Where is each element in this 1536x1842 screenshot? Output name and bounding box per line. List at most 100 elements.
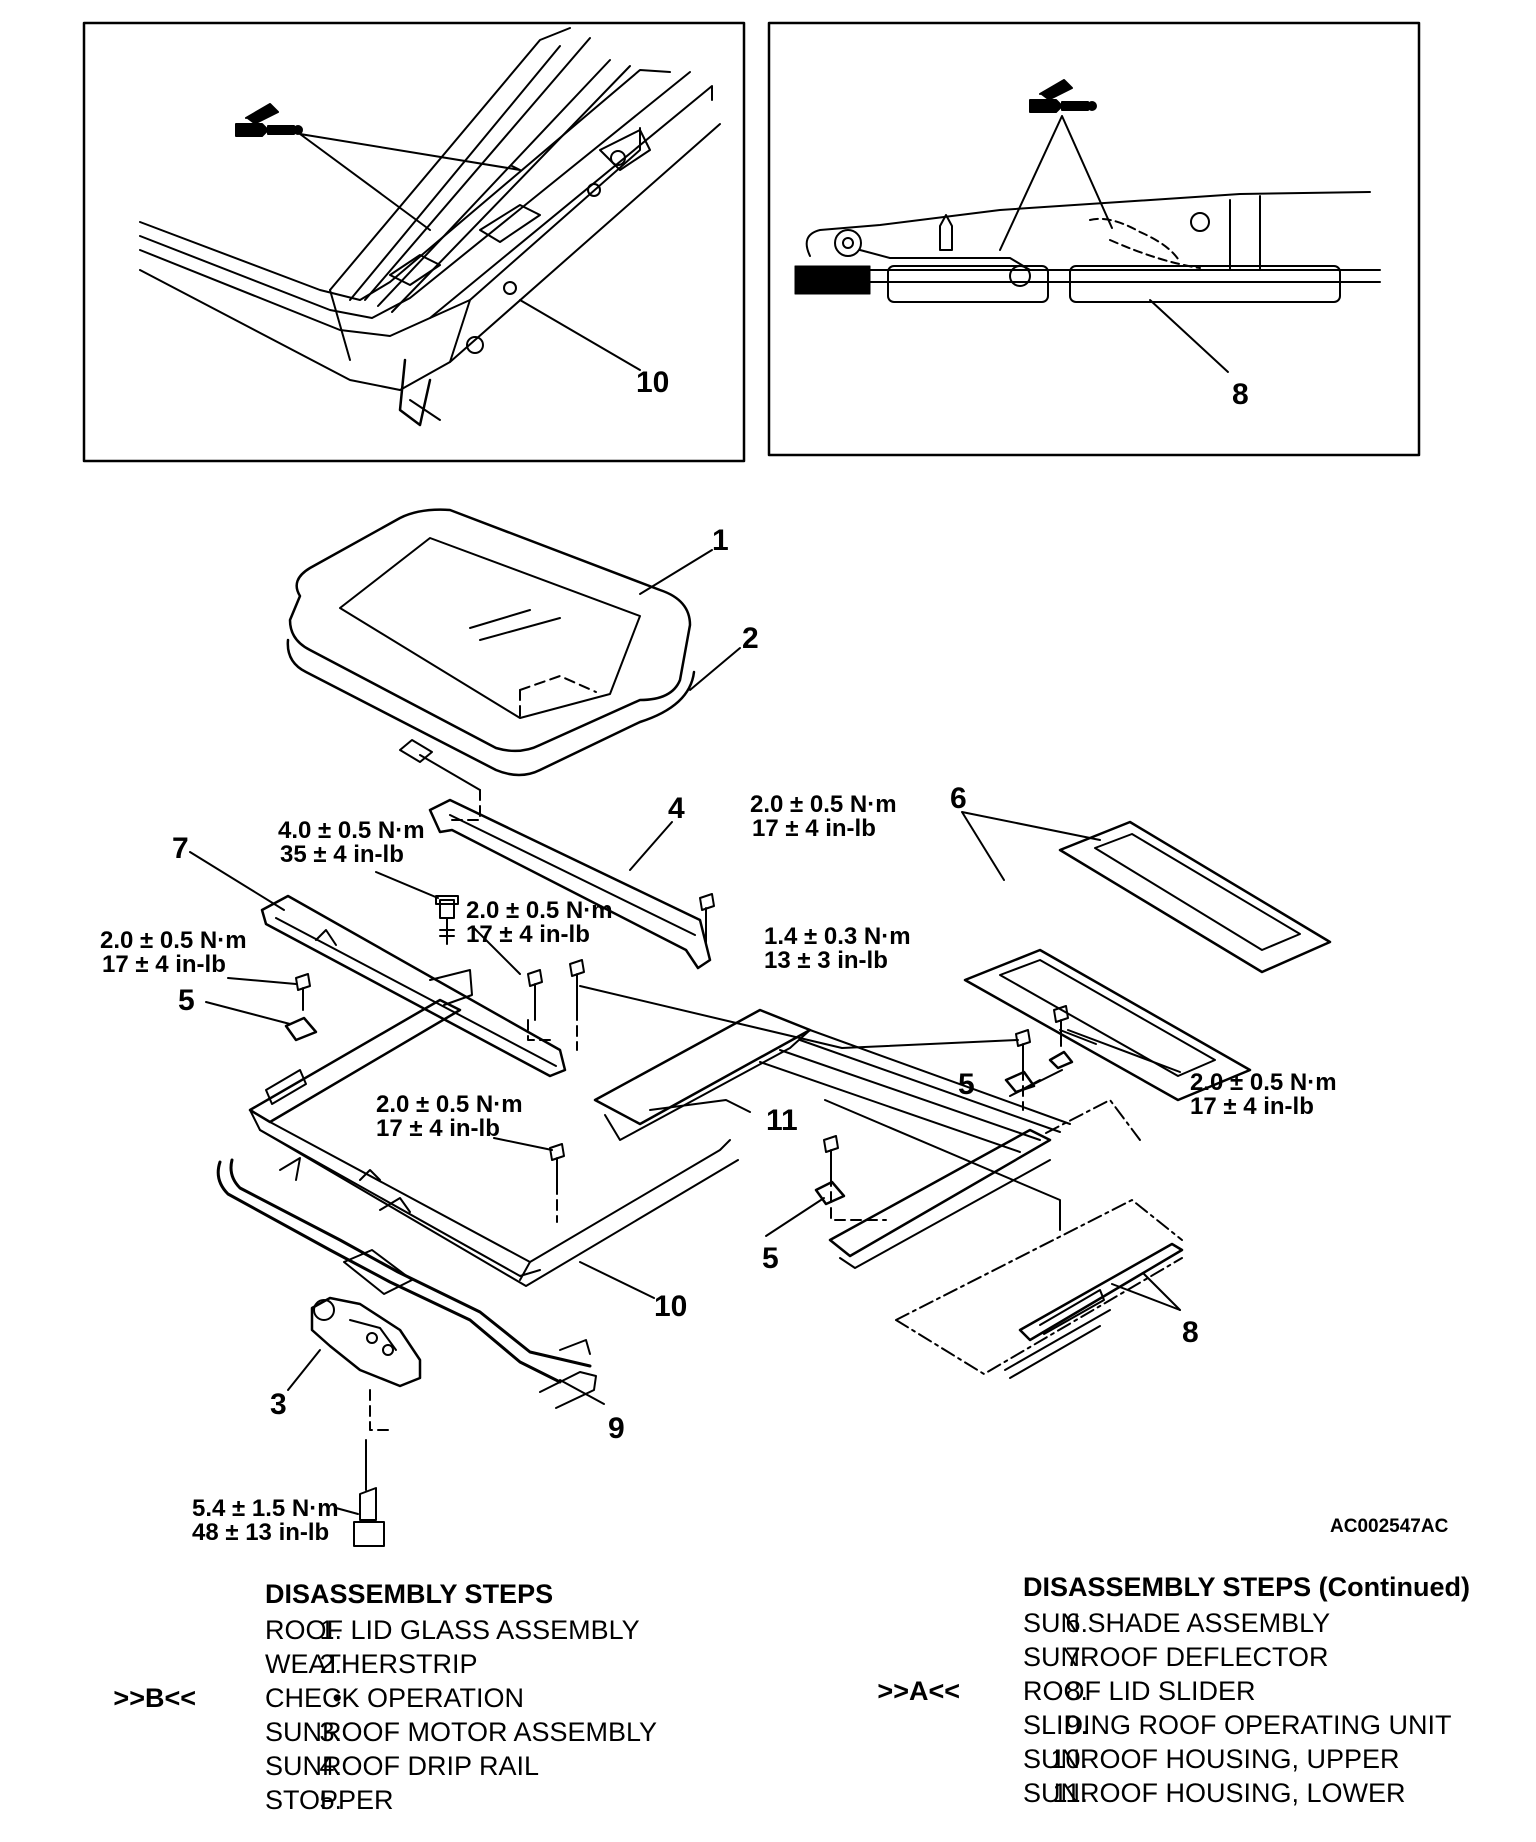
inset-right-leader-8 <box>1149 299 1229 373</box>
step-bullet: • <box>332 1683 342 1713</box>
step-index: 10. <box>1050 1744 1088 1774</box>
part-housing-upper <box>248 998 739 1287</box>
callout-10-inset: 10 <box>636 366 669 399</box>
torque-drip-nm: 2.0 ± 0.5 N·m <box>750 791 897 818</box>
step-text: ROOF LID GLASS ASSEMBLY <box>265 1615 640 1645</box>
step-text: SUN SHADE ASSEMBLY <box>1023 1608 1331 1638</box>
step-row: 11.SUNROOF HOUSING, LOWER <box>860 1776 1500 1810</box>
part-motor <box>310 1296 422 1431</box>
part-drip-rail <box>428 798 712 970</box>
inset-left-housing-drawing <box>139 27 721 427</box>
fasteners <box>295 893 1069 1547</box>
part-slider <box>1004 1242 1184 1379</box>
step-row: >>A<< 8.ROOF LID SLIDER <box>860 1674 1500 1708</box>
step-row: 6.SUN SHADE ASSEMBLY <box>860 1606 1500 1640</box>
callout-8-inset: 8 <box>1232 378 1249 411</box>
step-row: 2.WEATHERSTRIP <box>100 1647 700 1681</box>
inset-left-leader <box>299 133 521 231</box>
torque-right-nm: 2.0 ± 0.5 N·m <box>1190 1069 1337 1096</box>
torque-center-nm: 2.0 ± 0.5 N·m <box>466 897 613 924</box>
part-operating-unit <box>216 1157 597 1409</box>
torque-motor-inlb: 48 ± 13 in-lb <box>192 1519 329 1546</box>
torque-housing-inlb: 17 ± 4 in-lb <box>376 1115 500 1142</box>
step-index: 7. <box>1065 1642 1088 1672</box>
step-index: 8. <box>1065 1676 1088 1706</box>
steps-title: DISASSEMBLY STEPS (Continued) <box>1023 1572 1471 1602</box>
callout-5b: 5 <box>958 1068 975 1101</box>
leader-lines <box>189 549 1181 1515</box>
callout-7: 7 <box>172 832 189 865</box>
step-text: SUNROOF MOTOR ASSEMBLY <box>265 1717 658 1747</box>
inset-right-slider-drawing <box>794 191 1381 303</box>
callout-3: 3 <box>270 1388 287 1421</box>
inset-right-leader <box>999 115 1113 251</box>
figure-code: AC002547AC <box>1330 1516 1449 1537</box>
torque-4.0-inlb: 35 ± 4 in-lb <box>280 841 404 868</box>
torque-right-inlb: 17 ± 4 in-lb <box>1190 1093 1314 1120</box>
step-row: 4.SUNROOF DRIP RAIL <box>100 1749 700 1783</box>
step-row: >>B<< •CHECK OPERATION <box>100 1681 700 1715</box>
torque-1.4-inlb: 13 ± 3 in-lb <box>764 947 888 974</box>
step-row: 5.STOPPER <box>100 1783 700 1817</box>
step-index: 3. <box>319 1717 342 1747</box>
slider-guide-outline <box>895 1199 1183 1375</box>
part-weatherstrip <box>286 638 696 777</box>
part-roof-lid-glass <box>288 508 692 753</box>
step-text: SUNROOF HOUSING, LOWER <box>1023 1778 1406 1808</box>
step-index: 11. <box>1052 1778 1088 1808</box>
torque-center-inlb: 17 ± 4 in-lb <box>466 921 590 948</box>
step-text: SUNROOF HOUSING, UPPER <box>1023 1744 1400 1774</box>
step-index: 5. <box>319 1785 342 1815</box>
torque-4.0-nm: 4.0 ± 0.5 N·m <box>278 817 425 844</box>
callout-6: 6 <box>950 782 967 815</box>
grease-icon <box>235 103 303 137</box>
step-text: STOPPER <box>265 1785 394 1815</box>
callout-10: 10 <box>654 1290 687 1323</box>
step-row: 10.SUNROOF HOUSING, UPPER <box>860 1742 1500 1776</box>
step-text: ROOF LID SLIDER <box>1023 1676 1256 1706</box>
callout-9: 9 <box>608 1412 625 1445</box>
torque-left-nm: 2.0 ± 0.5 N·m <box>100 927 247 954</box>
step-row: 7.SUNROOF DEFLECTOR <box>860 1640 1500 1674</box>
step-index: 9. <box>1065 1710 1088 1740</box>
step-text: SUNROOF DEFLECTOR <box>1023 1642 1329 1672</box>
alignment-lines <box>527 1009 1024 1223</box>
torque-motor-nm: 5.4 ± 1.5 N·m <box>192 1495 339 1522</box>
part-housing-lower <box>593 1008 1071 1269</box>
callout-8: 8 <box>1182 1316 1199 1349</box>
step-row: 1.ROOF LID GLASS ASSEMBLY <box>100 1613 700 1647</box>
step-text: SUNROOF DRIP RAIL <box>265 1751 540 1781</box>
grease-icon <box>1029 79 1097 113</box>
callout-11: 11 <box>766 1104 798 1137</box>
step-index: 4. <box>319 1751 342 1781</box>
step-index: 2. <box>319 1649 342 1679</box>
disassembly-steps-left: DISASSEMBLY STEPS 1.ROOF LID GLASS ASSEM… <box>100 1577 700 1817</box>
step-row: 9.SLIDING ROOF OPERATING UNIT <box>860 1708 1500 1742</box>
callout-2: 2 <box>742 622 759 655</box>
torque-housing-nm: 2.0 ± 0.5 N·m <box>376 1091 523 1118</box>
callout-5c: 5 <box>762 1242 779 1275</box>
step-text: WEATHERSTRIP <box>265 1649 478 1679</box>
step-row: 3.SUNROOF MOTOR ASSEMBLY <box>100 1715 700 1749</box>
step-text: SLIDING ROOF OPERATING UNIT <box>1023 1710 1452 1740</box>
housing-guide-outline <box>1045 1099 1141 1141</box>
step-mark: >>B<< <box>113 1683 196 1713</box>
torque-left-inlb: 17 ± 4 in-lb <box>102 951 226 978</box>
inset-left-leader-10 <box>519 299 641 371</box>
callout-4: 4 <box>668 792 685 825</box>
inset-left-frame <box>82 21 746 463</box>
callout-5a: 5 <box>178 984 195 1017</box>
disassembly-steps-right: DISASSEMBLY STEPS (Continued) 6.SUN SHAD… <box>860 1570 1500 1810</box>
inset-right-frame <box>767 21 1421 457</box>
part-deflector <box>260 894 567 1078</box>
step-index: 6. <box>1065 1608 1088 1638</box>
steps-title: DISASSEMBLY STEPS <box>265 1579 554 1609</box>
torque-1.4-nm: 1.4 ± 0.3 N·m <box>764 923 911 950</box>
torque-drip-inlb: 17 ± 4 in-lb <box>752 815 876 842</box>
step-text: CHECK OPERATION <box>265 1683 525 1713</box>
step-index: 1. <box>319 1615 342 1645</box>
callout-1: 1 <box>712 524 729 557</box>
step-mark: >>A<< <box>877 1676 960 1706</box>
part-sun-shades <box>963 820 1332 1102</box>
